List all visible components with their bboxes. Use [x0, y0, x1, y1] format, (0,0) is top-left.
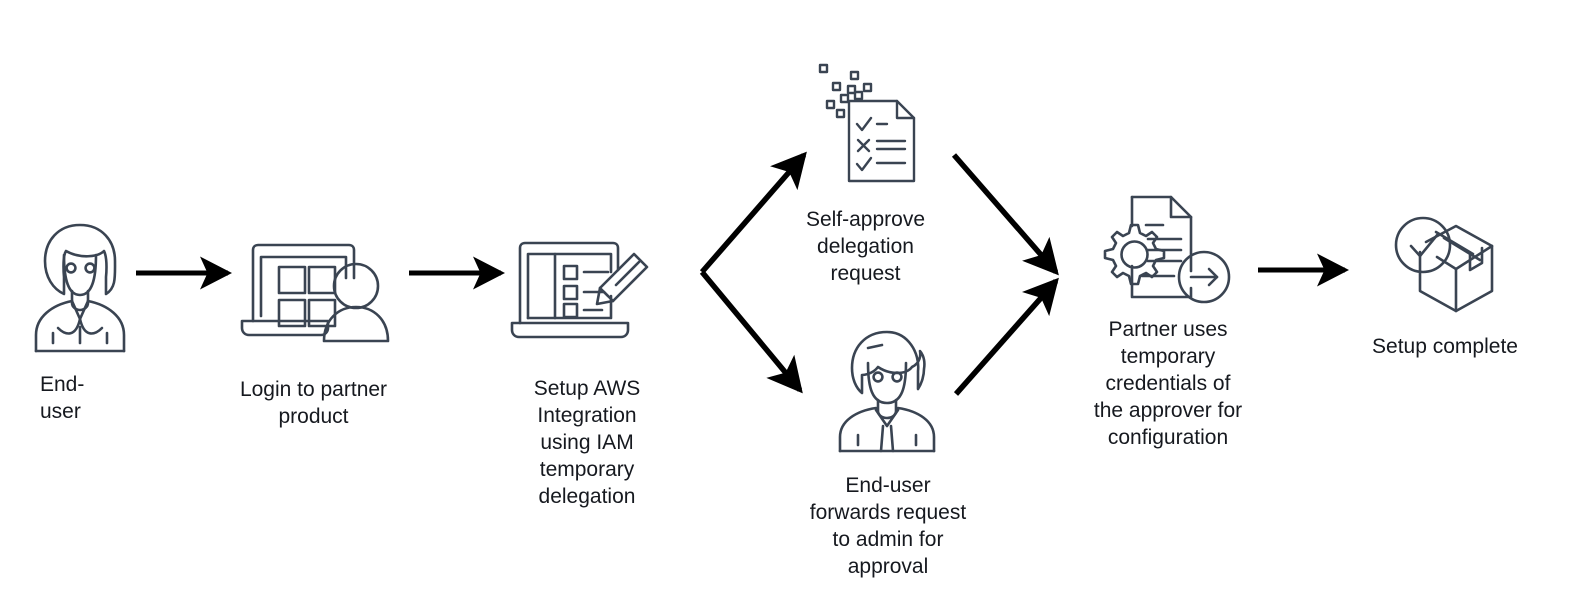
node-partner-uses-credentials[interactable]: Partner uses temporary credentials of th…: [1094, 192, 1242, 449]
node-setup-aws-integration-label: Setup AWS Integration using IAM temporar…: [533, 377, 641, 508]
node-forward-to-admin[interactable]: End-user forwards request to admin for a…: [810, 327, 966, 578]
node-setup-complete-label: Setup complete: [1372, 335, 1518, 358]
node-end-user-label: End- user: [40, 373, 85, 423]
person-user-icon: [34, 223, 126, 353]
node-setup-aws-integration[interactable]: Setup AWS Integration using IAM temporar…: [510, 238, 662, 508]
node-end-user[interactable]: End- user: [20, 215, 140, 423]
arrow-selfapprove-to-partner: [951, 153, 1059, 276]
arrow-forward-to-partner: [953, 277, 1059, 396]
node-login-partner-product[interactable]: Login to partner product: [236, 238, 391, 428]
document-checklist-pixels-icon: [818, 63, 916, 183]
box-check-icon: [1394, 216, 1494, 313]
document-gear-arrow-icon: [1103, 195, 1231, 304]
laptop-person-icon: [240, 243, 390, 343]
node-forward-to-admin-label: End-user forwards request to admin for a…: [809, 474, 967, 578]
node-partner-uses-credentials-label: Partner uses temporary credentials of th…: [1093, 318, 1243, 449]
node-setup-complete[interactable]: Setup complete: [1372, 208, 1518, 358]
node-self-approve-delegation[interactable]: Self-approve delegation request: [805, 58, 925, 285]
node-self-approve-delegation-label: Self-approve delegation request: [805, 208, 926, 285]
laptop-checklist-pencil-icon: [510, 241, 649, 339]
person-admin-icon: [838, 330, 936, 453]
node-login-partner-product-label: Login to partner product: [239, 378, 388, 428]
arrow-setup-to-forward: [699, 270, 803, 394]
